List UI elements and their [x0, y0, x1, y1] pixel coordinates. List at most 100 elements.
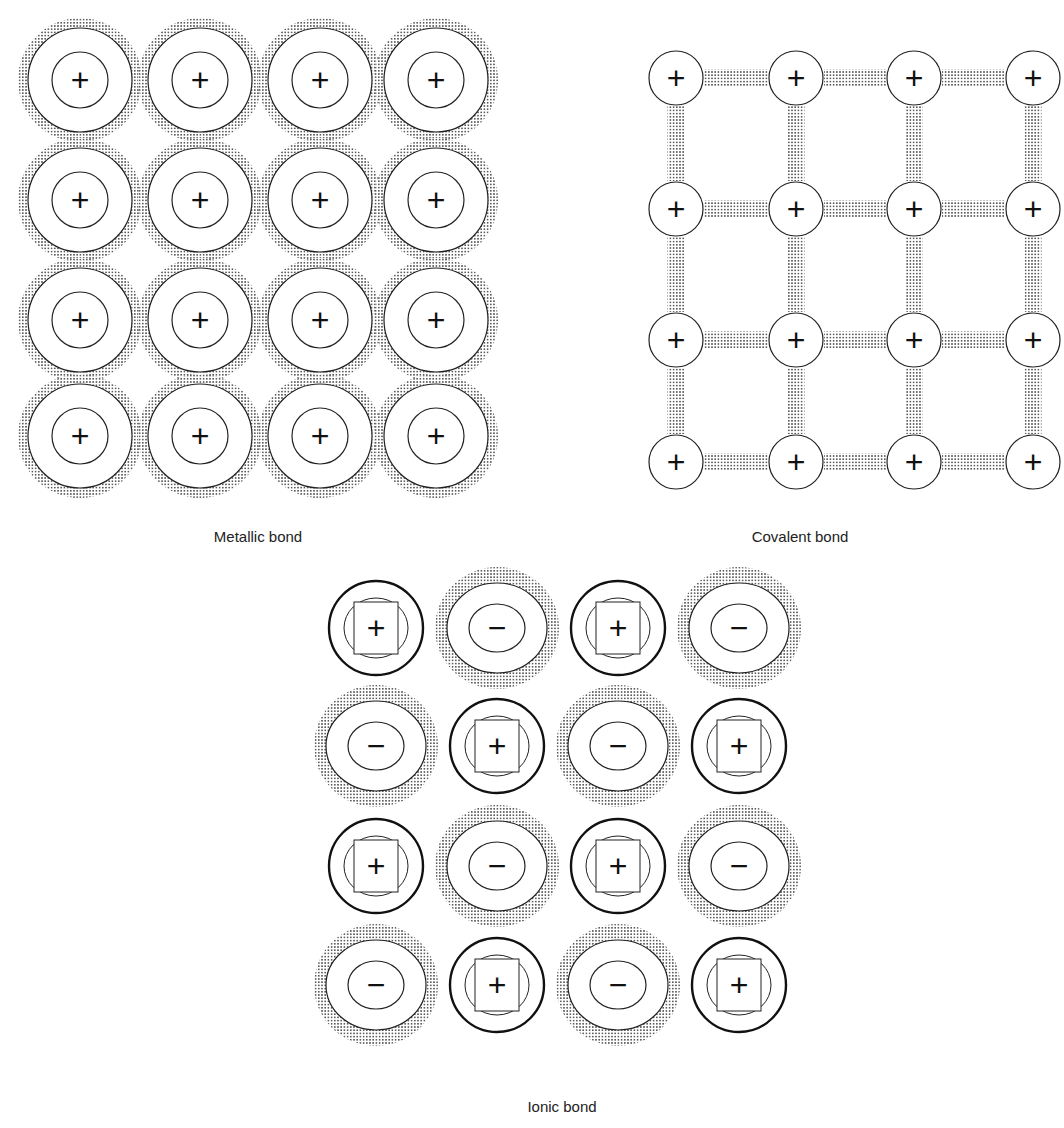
atom-core	[887, 182, 941, 236]
charge-sign: +	[667, 324, 686, 356]
atom-core	[649, 435, 703, 489]
atom-core	[292, 172, 348, 228]
ion-core	[711, 604, 767, 652]
electron-cloud	[18, 18, 142, 142]
charge-sign: +	[427, 420, 446, 452]
ion-shell	[568, 940, 668, 1030]
anion: −	[556, 684, 680, 808]
atom-core	[887, 51, 941, 105]
anion: −	[677, 804, 801, 928]
charge-sign: +	[609, 850, 628, 882]
covalent-atom: +	[768, 181, 824, 237]
cation: +	[447, 696, 547, 796]
ion-shell	[571, 819, 665, 913]
anion: −	[314, 684, 438, 808]
charge-sign: −	[488, 612, 507, 644]
atom-core	[172, 408, 228, 464]
atom-shell	[148, 148, 252, 252]
covalent-atom: +	[768, 50, 824, 106]
atom-core	[649, 51, 703, 105]
charge-sign: +	[488, 969, 507, 1001]
charge-sign: −	[609, 969, 628, 1001]
ion-core	[711, 842, 767, 890]
atom-shell	[268, 28, 372, 132]
covalent-bond	[788, 106, 805, 181]
atom-core	[769, 435, 823, 489]
metal-ion: +	[374, 374, 498, 498]
electron-cloud	[258, 258, 382, 382]
covalent-bond	[942, 70, 1005, 87]
covalent-bond	[906, 237, 923, 312]
covalent-bond	[704, 454, 768, 471]
atom-core	[887, 435, 941, 489]
atom-shell	[28, 268, 132, 372]
atom-core	[52, 408, 108, 464]
ion-core	[590, 961, 646, 1009]
charge-sign: +	[71, 304, 90, 336]
charge-sign: +	[787, 324, 806, 356]
charge-sign: +	[730, 730, 749, 762]
atom-shell	[384, 148, 488, 252]
atom-shell	[28, 28, 132, 132]
covalent-atom: +	[648, 181, 704, 237]
charge-sign: −	[488, 850, 507, 882]
charge-sign: −	[730, 612, 749, 644]
metal-ion: +	[258, 374, 382, 498]
ion-shell	[568, 701, 668, 791]
charge-sign: +	[1024, 446, 1043, 478]
covalent-atom: +	[648, 312, 704, 368]
ion-core	[707, 716, 771, 776]
metal-ion: +	[258, 138, 382, 262]
caption: Ionic bond	[527, 1098, 596, 1115]
electron-cloud	[314, 924, 438, 1046]
atom-core	[292, 52, 348, 108]
atom-core	[1006, 435, 1060, 489]
anion: −	[677, 566, 801, 690]
atom-shell	[384, 28, 488, 132]
covalent-bond	[1025, 106, 1042, 181]
charge-sign: −	[367, 730, 386, 762]
atom-shell	[148, 268, 252, 372]
ion-shell	[450, 699, 544, 793]
atom-core	[52, 172, 108, 228]
ion-shell	[447, 583, 547, 673]
ion-core	[344, 836, 408, 896]
atom-core	[769, 51, 823, 105]
atom-core	[1006, 51, 1060, 105]
charge-sign: +	[311, 184, 330, 216]
atom-core	[292, 408, 348, 464]
electron-cloud	[18, 374, 142, 498]
ion-shell	[447, 821, 547, 911]
ion-shell	[692, 938, 786, 1032]
electron-cloud	[435, 805, 559, 927]
charge-box	[354, 840, 398, 892]
covalent-atom: +	[886, 50, 942, 106]
metal-ion: +	[138, 138, 262, 262]
covalent-bond	[788, 368, 805, 434]
covalent-bond	[824, 70, 886, 87]
charge-sign: −	[367, 969, 386, 1001]
atom-shell	[268, 148, 372, 252]
charge-sign: +	[311, 64, 330, 96]
atom-core	[172, 52, 228, 108]
metal-ion: +	[374, 138, 498, 262]
electron-cloud	[314, 685, 438, 807]
ion-shell	[450, 938, 544, 1032]
ion-core	[465, 955, 529, 1015]
metal-ion: +	[258, 18, 382, 142]
atom-core	[292, 292, 348, 348]
ion-core	[348, 961, 404, 1009]
electron-cloud	[677, 805, 801, 927]
covalent-bond	[824, 332, 886, 349]
covalent-bond	[1025, 368, 1042, 434]
charge-box	[475, 720, 519, 772]
ion-core	[348, 722, 404, 770]
charge-sign: +	[730, 969, 749, 1001]
charge-box	[475, 959, 519, 1011]
cation: +	[447, 935, 547, 1035]
cation: +	[689, 935, 789, 1035]
covalent-bond	[704, 201, 768, 218]
ion-core	[586, 836, 650, 896]
metal-ion: +	[18, 18, 142, 142]
